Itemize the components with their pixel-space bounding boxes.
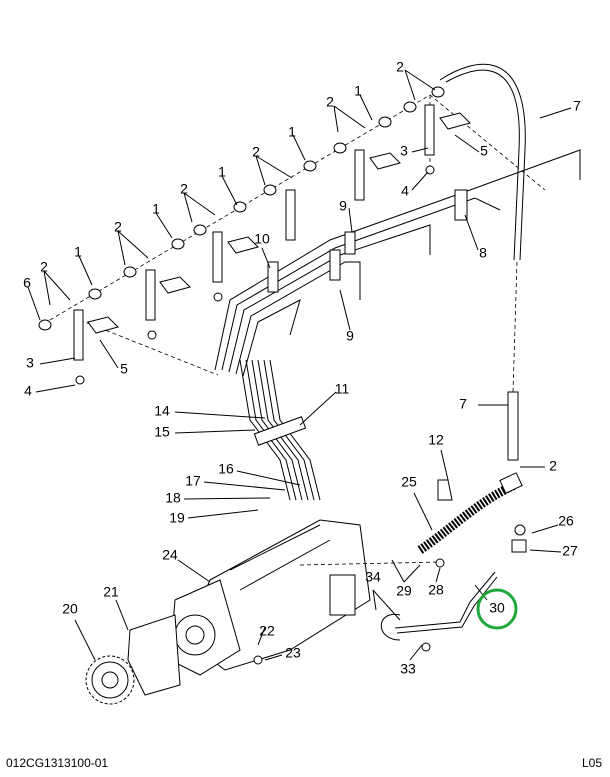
return-line-lower	[507, 391, 519, 461]
sheet-code: L05	[581, 756, 602, 770]
callout-9: 9	[339, 198, 347, 214]
return-line-upper	[439, 63, 526, 261]
callout-7: 7	[573, 98, 581, 114]
callout-28: 28	[428, 582, 444, 598]
callout-21: 21	[103, 584, 119, 600]
callout-1: 1	[218, 164, 226, 180]
callout-7: 7	[459, 396, 467, 412]
callout-10: 10	[254, 231, 270, 247]
callout-2: 2	[326, 94, 334, 110]
callout-5: 5	[480, 143, 488, 159]
callout-33: 33	[400, 661, 416, 677]
injector-clamps	[87, 112, 471, 334]
callout-4: 4	[24, 383, 32, 399]
callout-3: 3	[26, 355, 34, 371]
callout-1: 1	[74, 244, 82, 260]
callout-1: 1	[354, 83, 362, 99]
callout-24: 24	[162, 547, 178, 563]
callout-19: 19	[169, 510, 185, 526]
callout-23: 23	[285, 645, 301, 661]
callout-17: 17	[185, 473, 201, 489]
callout-3: 3	[400, 143, 408, 159]
callout-2: 2	[40, 259, 48, 275]
callout-2: 2	[396, 59, 404, 75]
injector-rail-drawing	[38, 86, 546, 385]
callout-1: 1	[288, 124, 296, 140]
callout-5: 5	[120, 361, 128, 377]
callout-18: 18	[165, 490, 181, 506]
callout-34: 34	[365, 569, 381, 585]
callout-14: 14	[154, 403, 170, 419]
callout-2: 2	[549, 458, 557, 474]
callout-9: 9	[346, 328, 354, 344]
fuel-tube-30	[394, 571, 498, 634]
drive-gear	[85, 655, 135, 705]
rail-couplings	[38, 86, 445, 331]
callout-25: 25	[401, 474, 417, 490]
callout-16: 16	[218, 461, 234, 477]
fuel-lines-bundle	[214, 149, 581, 501]
callout-8: 8	[479, 245, 487, 261]
callout-4: 4	[401, 183, 409, 199]
callout-22: 22	[259, 623, 275, 639]
callout-29: 29	[396, 583, 412, 599]
injection-pump	[169, 519, 371, 676]
callout-30[interactable]: 30	[489, 600, 505, 616]
callout-26: 26	[558, 513, 574, 529]
flex-hose	[417, 480, 517, 554]
callout-11: 11	[335, 381, 350, 397]
callout-6: 6	[23, 275, 31, 291]
injectors	[73, 104, 435, 361]
drawing-number: 012CG1313100-01	[6, 756, 109, 770]
callout-2: 2	[252, 144, 260, 160]
callout-labels: 2 1 7 2 1 5 3 2 1 4 2 1 9 8 10 2 1 2 6 9…	[23, 59, 581, 677]
callout-1: 1	[152, 201, 160, 217]
callout-15: 15	[154, 424, 170, 440]
callout-2: 2	[114, 219, 122, 235]
callout-2: 2	[180, 181, 188, 197]
callout-12: 12	[428, 432, 444, 448]
leader-lines	[27, 69, 572, 661]
callout-20: 20	[62, 601, 78, 617]
highlight-circle	[476, 588, 518, 630]
clip-12	[437, 479, 453, 501]
gasket	[127, 614, 181, 696]
callout-27: 27	[562, 543, 578, 559]
